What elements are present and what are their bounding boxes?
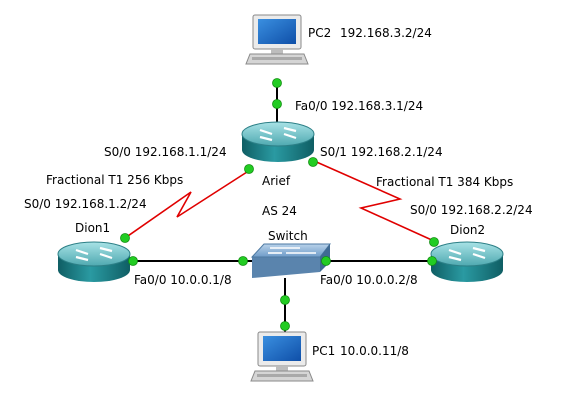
link-status-dot (244, 164, 254, 174)
serial-link-arief-dion1 (124, 171, 248, 239)
serial-links (124, 159, 435, 242)
link-status-dot (272, 99, 282, 109)
link-status-dot (321, 256, 331, 266)
pc2-icon[interactable] (245, 14, 309, 65)
link-status-dot (429, 237, 439, 247)
as-label: AS 24 (262, 204, 297, 218)
router-dion2-icon[interactable] (429, 240, 505, 284)
serial-link-arief-dion2 (311, 159, 435, 242)
arief-s01-label: S0/1 192.168.2.1/24 (320, 145, 443, 159)
dion1-fa00-label: Fa0/0 10.0.0.1/8 (134, 273, 232, 287)
dion1-name: Dion1 (75, 221, 110, 235)
dion2-name: Dion2 (450, 223, 485, 237)
link-status-dot (120, 233, 130, 243)
switch-icon[interactable] (250, 243, 332, 278)
link-left-label: Fractional T1 256 Kbps (46, 173, 183, 187)
device-labels: PC2 192.168.3.2/24 Fa0/0 192.168.3.1/24 … (24, 26, 533, 358)
link-right-label: Fractional T1 384 Kbps (376, 175, 513, 189)
link-status-dot (427, 256, 437, 266)
arief-s00-label: S0/0 192.168.1.1/24 (104, 145, 227, 159)
router-arief-icon[interactable] (240, 120, 316, 164)
arief-name: Arief (262, 174, 291, 188)
pc1-name: PC1 (312, 344, 335, 358)
pc2-ip: 192.168.3.2/24 (340, 26, 432, 40)
dion2-s00-label: S0/0 192.168.2.2/24 (410, 203, 533, 217)
pc1-ip: 10.0.0.11/8 (340, 344, 409, 358)
link-status-dot (280, 321, 290, 331)
arief-fa00-label: Fa0/0 192.168.3.1/24 (295, 99, 423, 113)
pc2-name: PC2 (308, 26, 331, 40)
link-status-dot (238, 256, 248, 266)
dion2-fa00-label: Fa0/0 10.0.0.2/8 (320, 273, 418, 287)
router-dion1-icon[interactable] (56, 240, 132, 284)
link-status-dot (272, 78, 282, 88)
link-status-dots (120, 78, 439, 331)
dion1-s00-label: S0/0 192.168.1.2/24 (24, 197, 147, 211)
link-status-dot (308, 157, 318, 167)
link-status-dot (128, 256, 138, 266)
switch-name: Switch (268, 229, 308, 243)
pc1-icon[interactable] (250, 331, 314, 382)
link-status-dot (280, 295, 290, 305)
